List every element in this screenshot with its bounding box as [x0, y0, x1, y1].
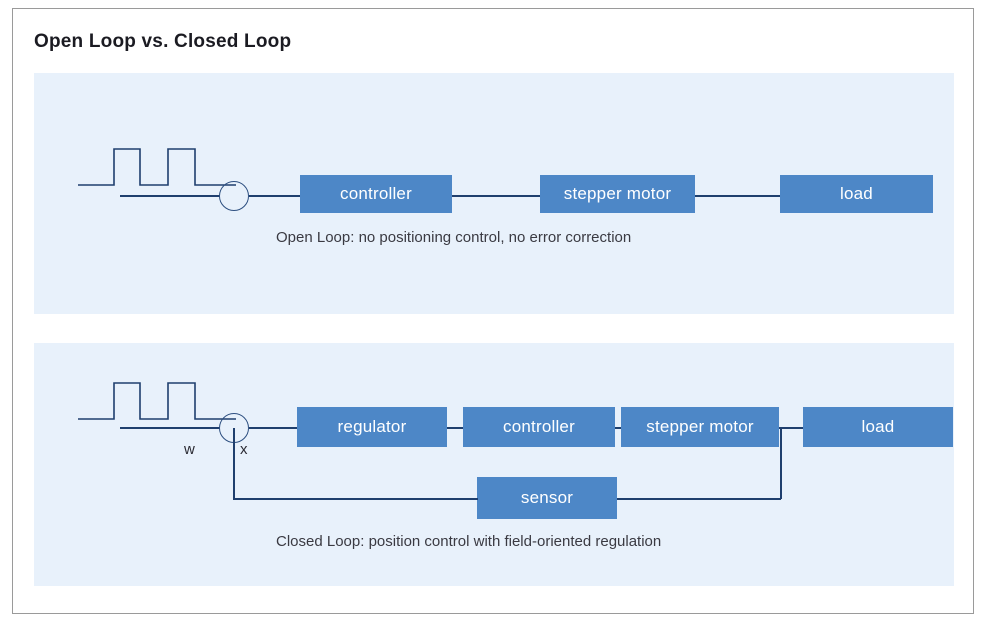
block-load[interactable]: load — [803, 407, 953, 447]
block-load[interactable]: load — [780, 175, 933, 213]
block-controller[interactable]: controller — [300, 175, 452, 213]
block-regulator[interactable]: regulator — [297, 407, 447, 447]
block-controller[interactable]: controller — [463, 407, 615, 447]
block-label: controller — [503, 417, 575, 436]
diagram-card: Open Loop vs. Closed Loop controller ste… — [12, 8, 974, 614]
wire-regulator-to-controller — [447, 427, 463, 429]
wire-sensor-to-junction-left — [233, 498, 478, 500]
wire-feedback-to-sensor-right — [616, 498, 781, 500]
closed-loop-panel: w x regulator controller stepper motor l… — [34, 343, 954, 586]
wire-feedback-up-to-junction — [233, 428, 235, 499]
block-label: stepper motor — [646, 417, 754, 436]
block-label: sensor — [520, 488, 574, 507]
pulse-train-input-icon — [78, 382, 236, 420]
closed-loop-caption: Closed Loop: position control with field… — [276, 533, 662, 550]
wire-input-to-junction — [120, 427, 220, 429]
summing-junction — [219, 181, 249, 211]
block-label: controller — [340, 184, 412, 203]
block-label: stepper motor — [563, 184, 672, 203]
wire-stepper-to-load — [695, 195, 780, 197]
block-stepper-motor[interactable]: stepper motor — [621, 407, 779, 447]
open-loop-panel: controller stepper motor load Open Loop:… — [34, 73, 954, 314]
block-label: load — [861, 417, 895, 436]
wire-controller-to-stepper — [452, 195, 540, 197]
label-feedback-x: x — [240, 441, 248, 458]
block-sensor[interactable]: sensor — [477, 477, 617, 519]
block-label: regulator — [337, 417, 407, 436]
block-stepper-motor[interactable]: stepper motor — [540, 175, 695, 213]
pulse-train-input-icon — [78, 148, 236, 186]
block-label: load — [840, 184, 873, 203]
wire-input-to-junction — [120, 195, 220, 197]
wire-stepper-to-load — [779, 427, 803, 429]
wire-feedback-down-from-output — [780, 427, 782, 499]
label-setpoint-w: w — [184, 441, 195, 458]
wire-junction-to-controller — [249, 195, 300, 197]
open-loop-caption: Open Loop: no positioning control, no er… — [276, 229, 632, 246]
page-title: Open Loop vs. Closed Loop — [34, 31, 292, 52]
wire-junction-to-regulator — [249, 427, 297, 429]
